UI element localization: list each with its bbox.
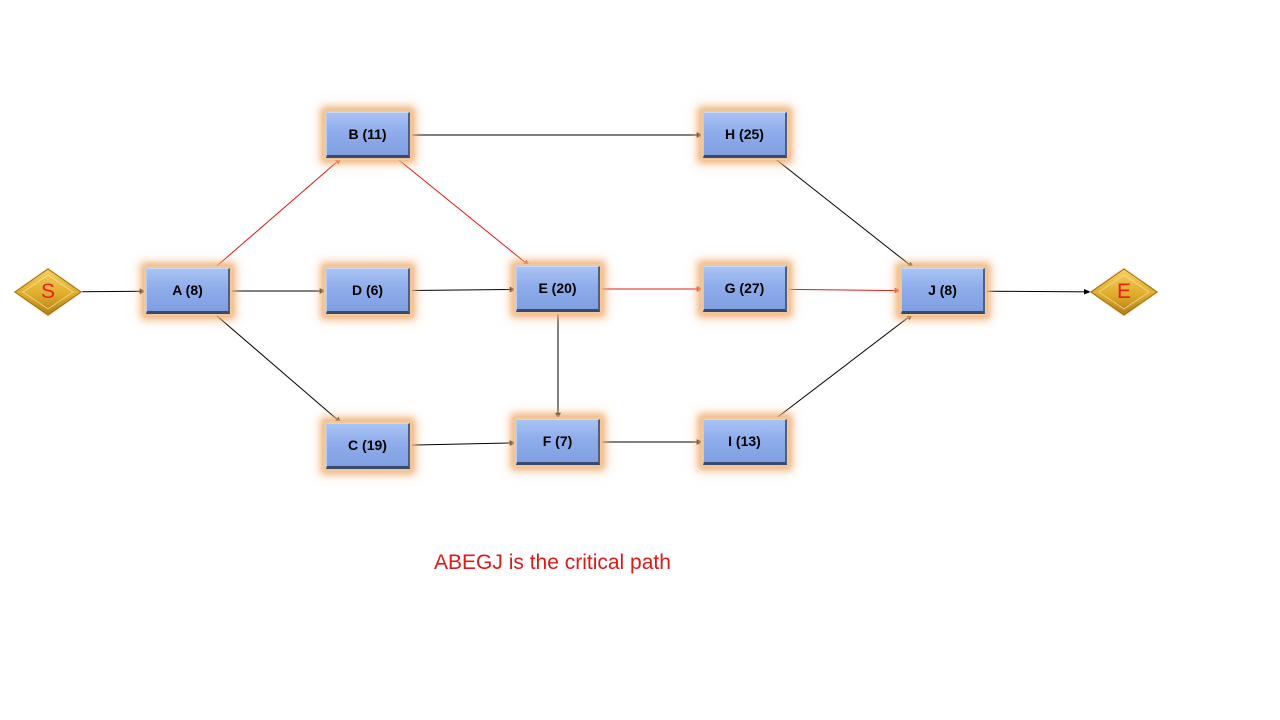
edge-i-to-j bbox=[774, 313, 914, 420]
start-label: S bbox=[40, 280, 55, 303]
node-activity-a: A (8) bbox=[146, 268, 230, 314]
node-activity-e: E (20) bbox=[516, 266, 600, 312]
edge-h-to-j bbox=[773, 157, 915, 269]
start-diamond-shape bbox=[13, 267, 83, 317]
end-diamond-shape bbox=[1089, 267, 1159, 317]
edge-a-to-b bbox=[214, 157, 342, 269]
edge-a-to-c bbox=[214, 313, 342, 424]
edge-d-to-e bbox=[409, 286, 517, 293]
node-activity-d: D (6) bbox=[326, 268, 410, 314]
node-activity-j: J (8) bbox=[901, 268, 985, 314]
edge-b-to-e bbox=[396, 157, 531, 267]
node-activity-c: C (19) bbox=[326, 423, 410, 469]
node-activity-b: B (11) bbox=[326, 112, 410, 158]
end-terminal: E bbox=[1088, 266, 1160, 318]
end-label: E bbox=[1116, 280, 1131, 303]
edge-c-to-f bbox=[409, 440, 517, 446]
edge-j-to-eend bbox=[984, 288, 1091, 295]
start-terminal: S bbox=[12, 266, 84, 318]
node-activity-h: H (25) bbox=[703, 112, 787, 158]
edge-g-to-j bbox=[786, 287, 902, 294]
node-activity-f: F (7) bbox=[516, 419, 600, 465]
node-activity-g: G (27) bbox=[703, 266, 787, 312]
node-activity-i: I (13) bbox=[703, 419, 787, 465]
critical-path-caption: ABEGJ is the critical path bbox=[434, 551, 671, 574]
